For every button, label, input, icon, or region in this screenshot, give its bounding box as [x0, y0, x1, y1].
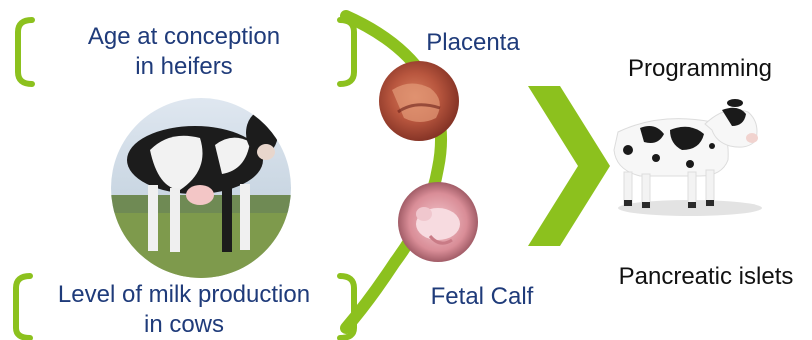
- placenta-label: Placenta: [408, 28, 538, 58]
- top-left-bracket: [18, 20, 32, 84]
- top-right-bracket: [340, 20, 354, 84]
- programming-label: Programming: [610, 54, 790, 84]
- bottom-factor-line2: in cows: [26, 310, 342, 340]
- placenta-photo: [379, 61, 459, 141]
- calf-photo: [614, 99, 762, 216]
- fetal-calf-label: Fetal Calf: [412, 282, 552, 312]
- chevron-arrow: [528, 86, 610, 246]
- bottom-factor-line1: Level of milk production: [26, 280, 342, 310]
- cow-photo: [110, 98, 292, 280]
- top-factor-line1: Age at conception: [34, 22, 334, 52]
- pancreatic-islets-label: Pancreatic islets: [602, 262, 810, 292]
- bottom-factor-label: Level of milk production in cows: [26, 280, 342, 340]
- top-factor-line2: in heifers: [34, 52, 334, 82]
- top-factor-label: Age at conception in heifers: [34, 22, 334, 82]
- fetal-calf-photo: [398, 182, 478, 262]
